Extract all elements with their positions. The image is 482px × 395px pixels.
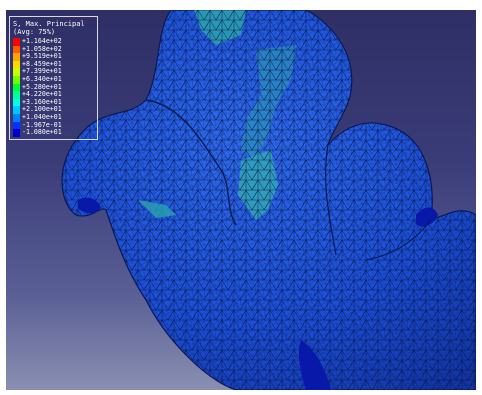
- legend-value: +8.459e+01: [22, 59, 62, 68]
- mesh-model: [61, 10, 476, 390]
- legend-value: -1.080e+01: [22, 128, 62, 137]
- legend-value: -1.967e-01: [22, 120, 62, 129]
- legend-value: +9.519e+01: [22, 52, 62, 61]
- legend-subtitle: (Avg: 75%): [13, 28, 56, 36]
- legend-value: +1.040e+01: [22, 112, 62, 121]
- legend-swatch: [13, 121, 20, 130]
- legend-value: +1.164e+02: [22, 37, 62, 45]
- compression-spot-right: [416, 207, 438, 227]
- legend-row: +3.160e+01: [13, 97, 94, 107]
- legend-swatch: [13, 38, 20, 46]
- legend-row: +9.519e+01: [13, 53, 94, 61]
- legend-swatch: [13, 98, 20, 107]
- compression-spot-bottom: [298, 340, 331, 390]
- legend-row: +1.040e+01: [13, 112, 94, 122]
- legend-row: -1.967e-01: [13, 120, 94, 130]
- legend-swatch: [13, 91, 20, 99]
- legend-swatch: [13, 53, 20, 61]
- legend-value: +1.058e+02: [22, 44, 62, 53]
- legend-row: -1.080e+01: [13, 129, 94, 137]
- legend-row: +8.459e+01: [13, 59, 94, 69]
- legend-swatch: [13, 60, 20, 69]
- legend-swatch: [13, 113, 20, 122]
- compression-spot-left: [78, 197, 101, 214]
- legend-swatch: [13, 45, 20, 54]
- fem-viewport[interactable]: S, Max. Principal (Avg: 75%) +1.164e+02+…: [6, 10, 476, 390]
- legend-row: +1.058e+02: [13, 44, 94, 54]
- legend-row: +2.100e+01: [13, 106, 94, 114]
- legend-value: +6.340e+01: [22, 74, 62, 83]
- legend-value: +4.220e+01: [22, 90, 62, 99]
- legend-row: +6.340e+01: [13, 74, 94, 84]
- legend-rows: +1.164e+02+1.058e+02+9.519e+01+8.459e+01…: [13, 37, 94, 137]
- legend-swatch: [13, 75, 20, 84]
- legend-title: S, Max. Principal: [13, 20, 85, 28]
- legend-row: +4.220e+01: [13, 91, 94, 99]
- legend-swatch: [13, 83, 20, 92]
- legend-row: +5.280e+01: [13, 82, 94, 92]
- legend-row: +1.164e+02: [13, 37, 94, 46]
- legend-swatch: [13, 129, 20, 137]
- legend-swatch: [13, 106, 20, 114]
- legend-value: +3.160e+01: [22, 97, 62, 106]
- legend-row: +7.399e+01: [13, 68, 94, 76]
- legend-swatch: [13, 68, 20, 76]
- stress-legend: S, Max. Principal (Avg: 75%) +1.164e+02+…: [9, 16, 98, 140]
- legend-value: +7.399e+01: [22, 67, 62, 76]
- legend-value: +2.100e+01: [22, 105, 62, 114]
- legend-value: +5.280e+01: [22, 82, 62, 91]
- stress-region-lip: [138, 200, 176, 218]
